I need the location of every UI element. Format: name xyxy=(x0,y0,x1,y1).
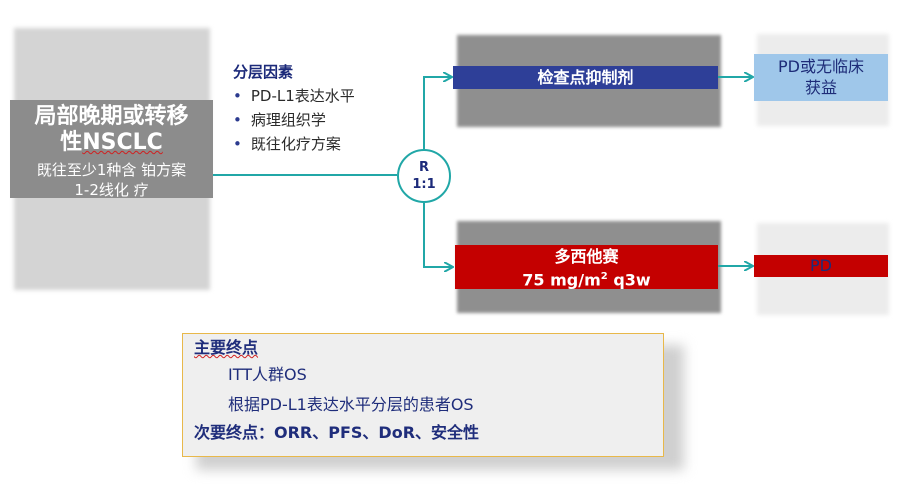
population-title-line1: 局部晚期或转移 xyxy=(34,104,189,129)
outcome1-line1: PD或无临床 xyxy=(778,57,864,76)
endpoints-box: 主要终点 ITT人群OS 根据PD-L1表达水平分层的患者OS 次要终点：ORR… xyxy=(182,333,664,457)
randomization-ratio: 1:1 xyxy=(412,177,436,192)
population-sub-line2: 1-2线化 疗 xyxy=(74,181,149,199)
population-box: 局部晚期或转移 性NSCLC 既往至少1种含 铂方案 1-2线化 疗 xyxy=(10,100,213,200)
outcome1-line2: 获益 xyxy=(804,78,837,97)
stratification-list: PD-L1表达水平 病理组织学 既往化疗方案 xyxy=(233,84,403,156)
population-title-prefix: 性 xyxy=(60,130,83,155)
stratification-title: 分层因素 xyxy=(233,63,294,81)
primary-endpoint-title-text: 主要终点 xyxy=(194,338,259,357)
arm2-dose: 75 mg/m2 q3w xyxy=(455,267,718,290)
primary-endpoint-item: ITT人群OS xyxy=(228,365,307,384)
arm2-dose-sup: 2 xyxy=(600,271,608,282)
secondary-endpoints: 次要终点：ORR、PFS、DoR、安全性 xyxy=(194,423,480,442)
stratification-item: 既往化疗方案 xyxy=(233,132,403,156)
randomization-label: R xyxy=(418,160,429,175)
population-title-line2: 性NSCLC xyxy=(10,130,213,156)
outcome2-label: PD xyxy=(810,256,832,275)
arm2-label: 多西他赛 xyxy=(554,247,619,266)
arm-checkpoint-inhibitor: 检查点抑制剂 xyxy=(453,66,718,89)
arm2-dose-schedule: q3w xyxy=(607,270,651,290)
population-subtitle: 既往至少1种含 铂方案 1-2线化 疗 xyxy=(10,160,213,200)
population-sub-line1: 既往至少1种含 铂方案 xyxy=(36,161,187,179)
outcome-pd: PD xyxy=(754,255,888,277)
population-title-nsclc: NSCLC xyxy=(82,130,163,155)
primary-endpoint-item: 根据PD-L1表达水平分层的患者OS xyxy=(228,395,474,414)
connector-r-to-arm2 xyxy=(423,203,452,267)
arm-docetaxel: 多西他赛 75 mg/m2 q3w xyxy=(455,245,718,289)
connector-r-to-arm1 xyxy=(423,77,451,149)
outcome-pd-or-no-benefit: PD或无临床 获益 xyxy=(754,54,888,101)
stratification-item: PD-L1表达水平 xyxy=(233,84,403,108)
population-title: 局部晚期或转移 性NSCLC xyxy=(10,100,213,156)
primary-endpoint-title: 主要终点 xyxy=(194,336,663,360)
randomization-node: R 1:1 xyxy=(397,149,451,203)
stratification-item: 病理组织学 xyxy=(233,108,403,132)
arm2-dose-value: 75 mg/m xyxy=(522,270,601,290)
arm1-label: 检查点抑制剂 xyxy=(537,68,634,87)
stratification-factors: 分层因素 PD-L1表达水平 病理组织学 既往化疗方案 xyxy=(233,62,403,156)
